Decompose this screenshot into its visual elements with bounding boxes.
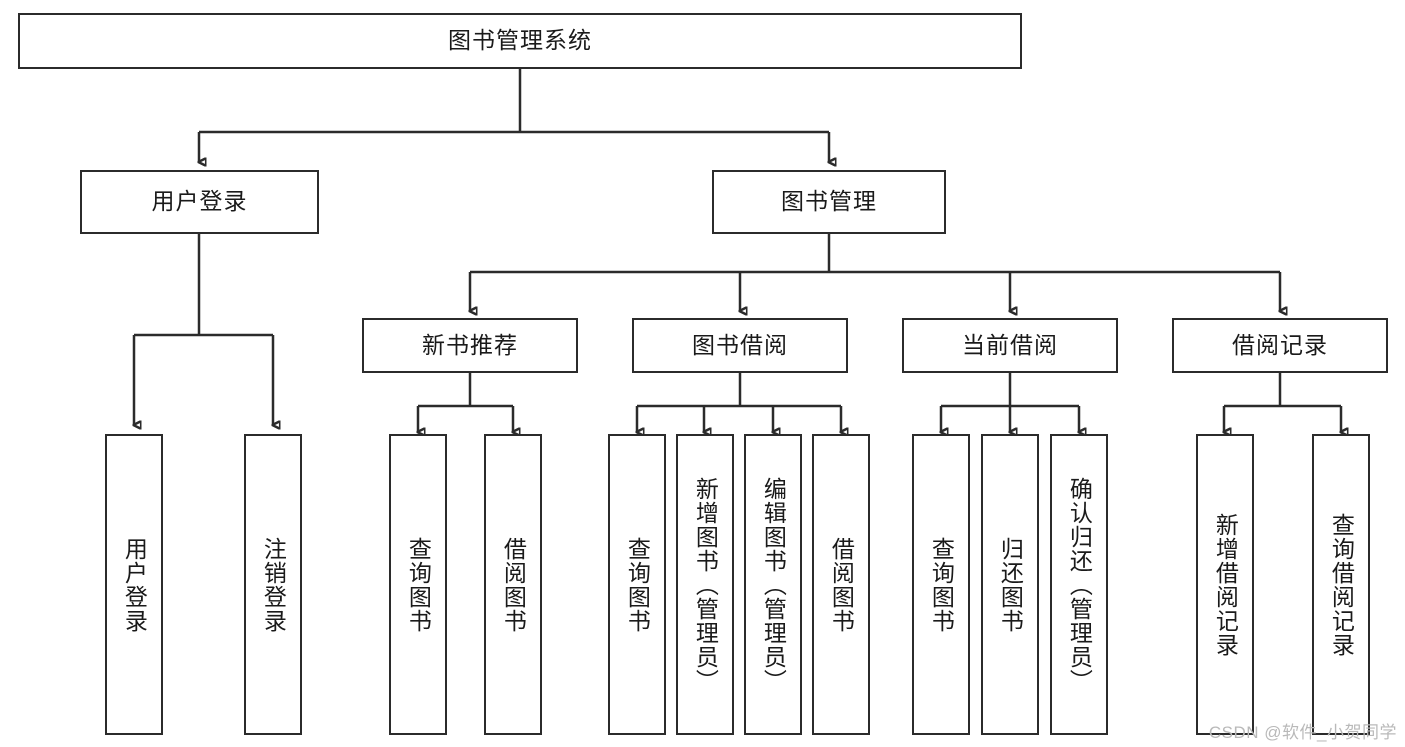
leaf-label: 归还图书 — [997, 536, 1024, 633]
leaf-record-query-record[interactable]: 查询借阅记录 — [1312, 434, 1370, 735]
leaf-user-logout[interactable]: 注销登录 — [244, 434, 302, 735]
watermark-credit: CSDN @软件_小贺同学 — [1208, 723, 1397, 742]
node-current-borrow[interactable]: 当前借阅 — [902, 318, 1118, 373]
leaf-current-confirm-return-admin[interactable]: 确认归还（管理员） — [1050, 434, 1108, 735]
node-borrow-record[interactable]: 借阅记录 — [1172, 318, 1388, 373]
leaf-label: 新增图书（管理员） — [692, 476, 719, 693]
leaf-newbook-borrow-book[interactable]: 借阅图书 — [484, 434, 542, 735]
node-root-system[interactable]: 图书管理系统 — [18, 13, 1022, 69]
leaf-current-return-book[interactable]: 归还图书 — [981, 434, 1039, 735]
leaf-label: 查询借阅记录 — [1328, 512, 1355, 657]
leaf-label: 注销登录 — [260, 536, 287, 633]
leaf-label: 借阅图书 — [500, 536, 527, 633]
leaf-label: 编辑图书（管理员） — [760, 476, 787, 693]
leaf-label: 确认归还（管理员） — [1066, 476, 1093, 693]
leaf-borrow-edit-book-admin[interactable]: 编辑图书（管理员） — [744, 434, 802, 735]
leaf-newbook-query-book[interactable]: 查询图书 — [389, 434, 447, 735]
leaf-borrow-add-book-admin[interactable]: 新增图书（管理员） — [676, 434, 734, 735]
leaf-label: 新增借阅记录 — [1212, 512, 1239, 657]
leaf-borrow-borrow-book[interactable]: 借阅图书 — [812, 434, 870, 735]
leaf-label: 查询图书 — [928, 536, 955, 633]
leaf-label: 查询图书 — [405, 536, 432, 633]
leaf-label: 用户登录 — [121, 536, 148, 633]
leaf-record-add-record[interactable]: 新增借阅记录 — [1196, 434, 1254, 735]
leaf-label: 借阅图书 — [828, 536, 855, 633]
node-new-book-recommend[interactable]: 新书推荐 — [362, 318, 578, 373]
node-book-borrow[interactable]: 图书借阅 — [632, 318, 848, 373]
leaf-label: 查询图书 — [624, 536, 651, 633]
node-book-management[interactable]: 图书管理 — [712, 170, 946, 234]
node-user-login[interactable]: 用户登录 — [80, 170, 319, 234]
leaf-current-query-book[interactable]: 查询图书 — [912, 434, 970, 735]
leaf-user-login-do[interactable]: 用户登录 — [105, 434, 163, 735]
leaf-borrow-query-book[interactable]: 查询图书 — [608, 434, 666, 735]
